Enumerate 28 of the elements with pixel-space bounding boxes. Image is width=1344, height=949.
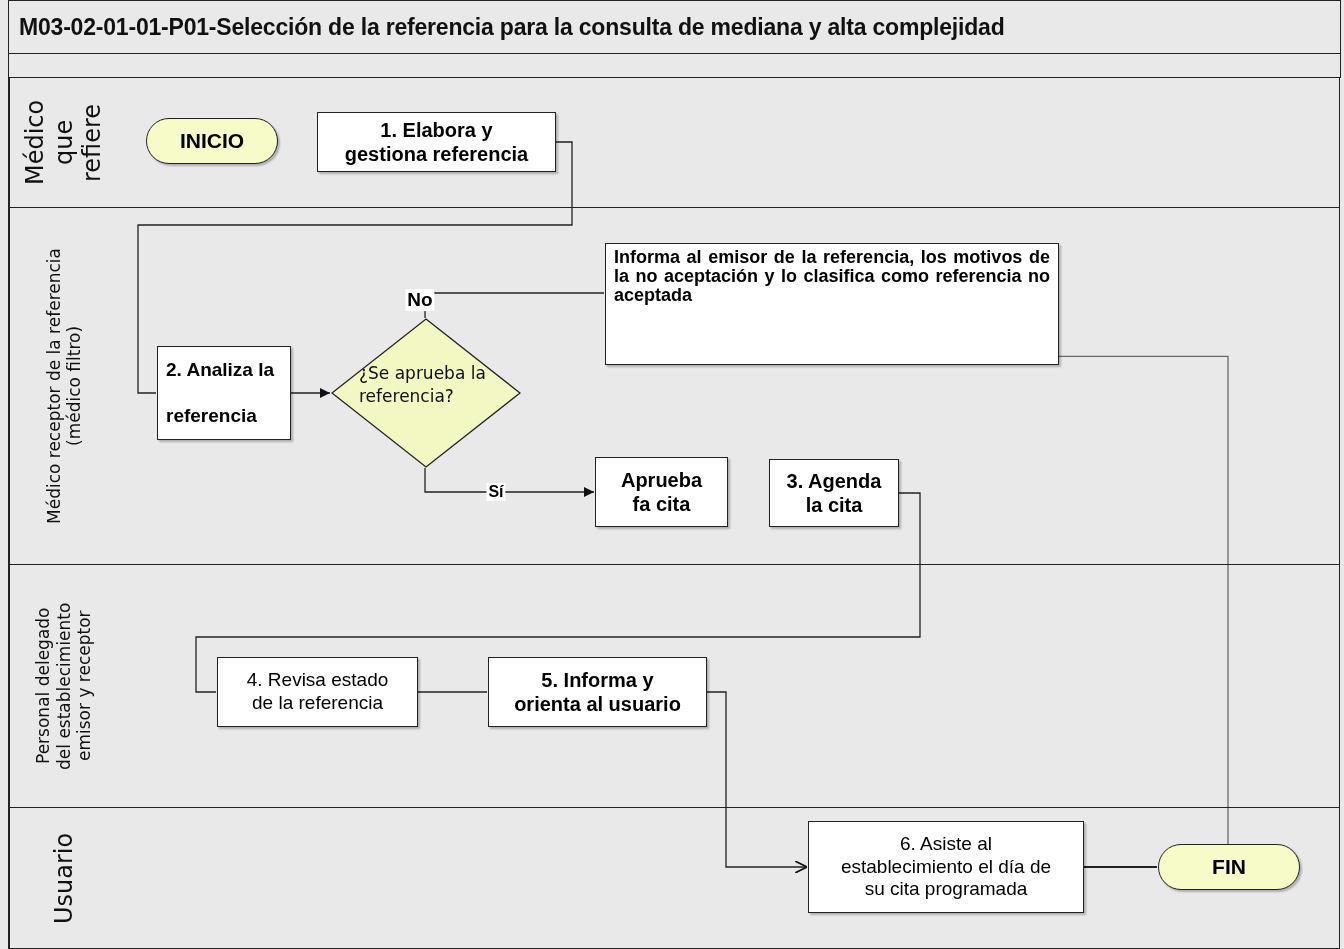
edge-label: No (405, 289, 435, 311)
connector-line (1083, 865, 1157, 869)
lane-label: Médico receptor de la referencia (médico filtro) (9, 208, 118, 564)
connector-line (416, 691, 488, 693)
process-box: Informa al emisor de la referencia, los motivos de la no aceptación y lo clasifica como referencia no aceptada (605, 243, 1059, 365)
connector-line (1057, 355, 1229, 845)
process-box: 6. Asiste al establecimiento el día de su cita programada (808, 821, 1084, 913)
connector-line (424, 292, 605, 319)
process-box: 1. Elabora y gestiona referencia (317, 112, 556, 172)
process-box: Aprueba fa cita (595, 457, 728, 527)
decision-text: ¿Se aprueba la referencia? (359, 362, 487, 408)
process-box: 2. Analiza la referencia (157, 346, 291, 440)
arrow (289, 387, 331, 399)
process-box: 3. Agenda la cita (769, 459, 899, 527)
edge-label: Sí (486, 483, 506, 501)
decision-diamond (331, 318, 521, 468)
arrow (705, 691, 808, 874)
process-box: 5. Informa y orienta al usuario (488, 657, 707, 727)
arrow (424, 467, 595, 498)
connector-line (195, 492, 921, 693)
connector-line (137, 141, 573, 394)
lane-label: Personal delegado del establecimiento emisor y receptor (9, 565, 118, 807)
lane-label: Médico que refiere (9, 78, 118, 207)
terminator-pill: FIN (1158, 844, 1300, 890)
process-box: 4. Revisa estado de la referencia (217, 657, 418, 727)
lane-label: Usuario (9, 808, 118, 948)
terminator-pill: INICIO (146, 118, 278, 164)
diagram-title: M03-02-01-01-P01-Selección de la referencia para la consulta de mediana y alta complejidad (19, 13, 1005, 41)
